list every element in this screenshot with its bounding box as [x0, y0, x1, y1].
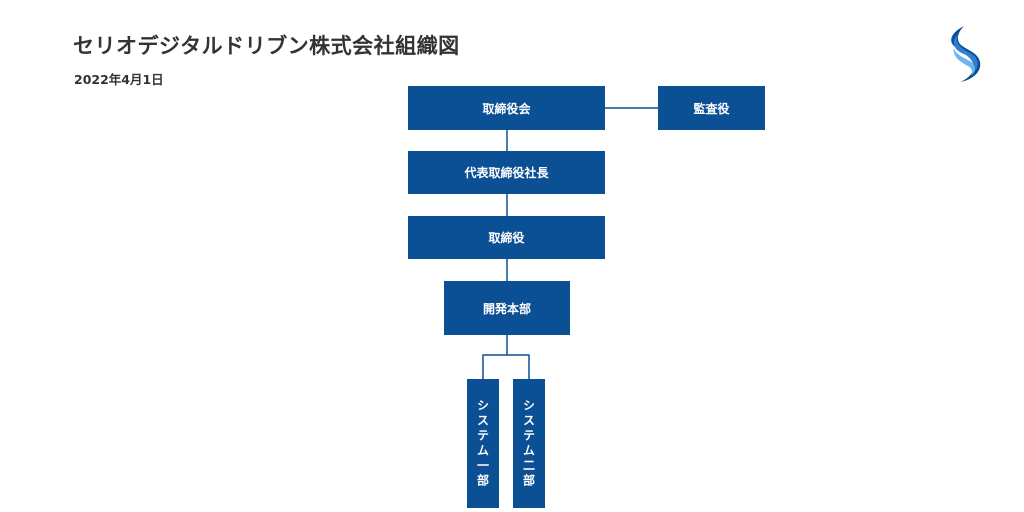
date-label: 2022年4月1日	[74, 72, 164, 87]
board-of-directors-box: 取締役会	[408, 86, 605, 130]
director-box: 取締役	[408, 216, 605, 259]
connector-branch-systems	[482, 354, 530, 379]
dev-division-box: 開発本部	[444, 281, 570, 335]
page-title: セリオデジタルドリブン株式会社組織図	[73, 34, 460, 58]
system-dept-1-box: システム一部	[467, 379, 499, 508]
swirl-s-logo-icon	[951, 26, 981, 82]
ceo-box: 代表取締役社長	[408, 151, 605, 194]
auditor-box: 監査役	[658, 86, 765, 130]
system-dept-2-box: システム二部	[513, 379, 545, 508]
